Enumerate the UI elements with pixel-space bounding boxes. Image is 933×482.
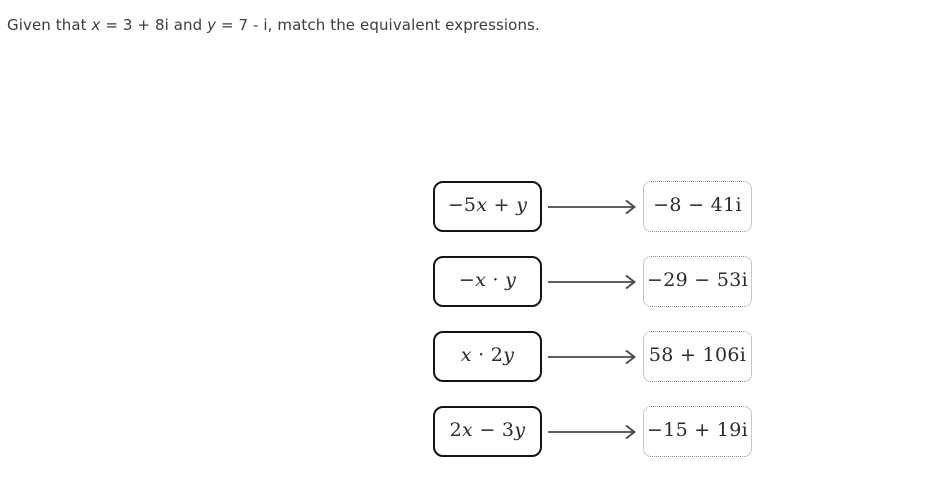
right-arrow-icon	[548, 424, 637, 439]
expression-var: y	[514, 419, 526, 441]
expression-tile[interactable]: x · 2y	[433, 331, 542, 382]
expression-text: ·	[486, 269, 506, 291]
expression-tile[interactable]: −x · y	[433, 256, 542, 307]
title-var-x: x	[91, 16, 101, 34]
expression-tile[interactable]: 2x − 3y	[433, 406, 542, 457]
title-text: = 3 + 8i and	[100, 16, 208, 34]
right-arrow-icon	[548, 349, 637, 364]
question-title: Given that x = 3 + 8i and y = 7 - i, mat…	[7, 16, 540, 34]
right-arrow-icon	[548, 199, 637, 214]
expression-var: x	[460, 344, 472, 366]
match-row: x · 2y 58 + 106i	[433, 331, 752, 382]
expression-text: −5	[447, 194, 477, 216]
expression-var: x	[475, 269, 487, 291]
expression-var: x	[476, 194, 488, 216]
expression-var: y	[516, 194, 528, 216]
match-row: −5x + y −8 − 41i	[433, 181, 752, 232]
expression-tile[interactable]: −5x + y	[433, 181, 542, 232]
expression-text: +	[487, 194, 517, 216]
right-arrow-icon	[548, 274, 637, 289]
result-tile[interactable]: −8 − 41i	[643, 181, 752, 232]
match-row: 2x − 3y −15 + 19i	[433, 406, 752, 457]
expression-text: −	[458, 269, 476, 291]
title-text: Given that	[7, 16, 92, 34]
result-tile[interactable]: 58 + 106i	[643, 331, 752, 382]
result-tile[interactable]: −15 + 19i	[643, 406, 752, 457]
expression-var: x	[462, 419, 474, 441]
match-row: −x · y −29 − 53i	[433, 256, 752, 307]
title-text: = 7 - i, match the equivalent expression…	[216, 16, 540, 34]
title-var-y: y	[207, 16, 217, 34]
match-area: −5x + y −8 − 41i −x · y −29 − 53i x · 2y…	[433, 181, 752, 457]
expression-var: y	[503, 344, 515, 366]
expression-text: − 3	[473, 419, 515, 441]
expression-var: y	[505, 269, 517, 291]
expression-text: · 2	[471, 344, 504, 366]
expression-text: 2	[449, 419, 463, 441]
result-tile[interactable]: −29 − 53i	[643, 256, 752, 307]
